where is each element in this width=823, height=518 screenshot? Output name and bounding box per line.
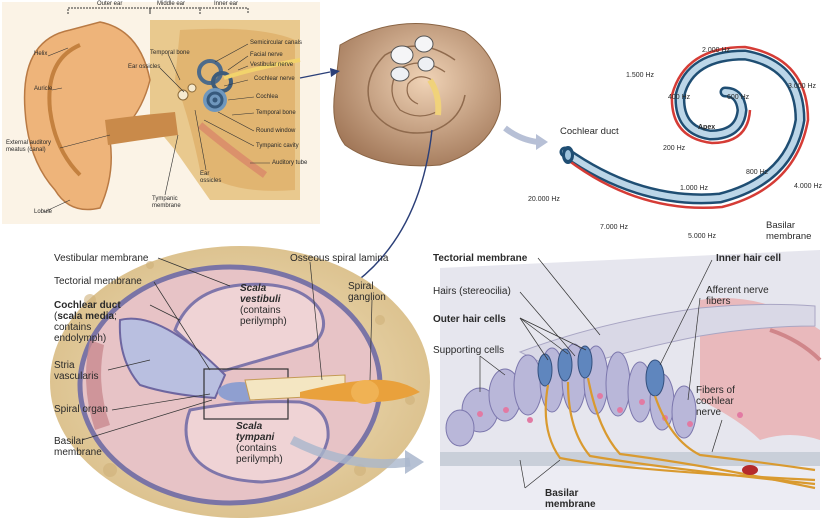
stria-vascularis-label: Stria vascularis: [54, 360, 106, 382]
label-auricle: Auricle: [34, 86, 52, 92]
label-cochlea: Cochlea: [256, 94, 278, 100]
freq-800: 800 Hz: [746, 169, 768, 176]
hairs-stereocilia-label: Hairs (stereocilia): [433, 286, 511, 297]
vestibular-membrane-label: Vestibular membrane: [54, 253, 149, 264]
label-temporal-bone-right: Temporal bone: [256, 110, 296, 116]
basilar-membrane-label-left: Basilar membrane: [54, 436, 110, 458]
inner-hair-cell-label: Inner hair cell: [716, 253, 781, 264]
outer-hair-cells-label: Outer hair cells: [433, 314, 506, 325]
organ-of-corti-panel: Tectorial membrane Hairs (stereocilia) O…: [430, 245, 823, 518]
spiral-organ-label: Spiral organ: [54, 404, 108, 415]
scala-tympani-label: Scala tympani: [236, 421, 282, 443]
label-temporal-bone-inner: Temporal bone: [150, 50, 190, 56]
label-round-window: Round window: [256, 128, 295, 134]
region-inner-ear: Inner ear: [214, 1, 238, 7]
cochlear-duct-block: Cochlear duct (scala media; contains end…: [54, 300, 146, 344]
label-external-auditory-meatus: External auditory meatus (canal): [6, 140, 64, 154]
freq-4000: 4.000 Hz: [794, 183, 822, 190]
label-auditory-tube: Auditory tube: [272, 160, 307, 166]
tectorial-membrane-label: Tectorial membrane: [54, 276, 142, 287]
label-facial-nerve: Facial nerve: [250, 52, 283, 58]
label-tympanic-membrane: Tympanic membrane: [152, 196, 192, 210]
freq-200: 200 Hz: [663, 145, 685, 152]
label-ear-ossicles-lower: Ear ossicles: [200, 171, 222, 185]
scala-tympani-note: (contains perilymph): [236, 443, 296, 465]
afferent-nerve-fibers-label: Afferent nerve fibers: [706, 285, 786, 307]
freq-600: 600 Hz: [727, 94, 749, 101]
freq-1500: 1.500 Hz: [626, 72, 654, 79]
label-helix: Helix: [34, 51, 47, 57]
freq-400: 400 Hz: [668, 94, 690, 101]
freq-7000: 7.000 Hz: [600, 224, 628, 231]
osseous-spiral-lamina-label: Osseous spiral lamina: [290, 253, 388, 264]
frequency-spiral-panel: 2.000 Hz 1.500 Hz 3.000 Hz 400 Hz 600 Hz…: [540, 40, 823, 250]
region-middle-ear: Middle ear: [157, 1, 185, 7]
cochlear-duct-label: Cochlear duct: [560, 126, 619, 137]
label-tympanic-cavity: Tympanic cavity: [256, 143, 299, 149]
cochlear-duct-title: Cochlear duct: [54, 300, 121, 311]
label-cochlear-nerve: Cochlear nerve: [254, 76, 295, 82]
freq-20000: 20.000 Hz: [528, 196, 560, 203]
label-ear-ossicles-upper: Ear ossicles: [128, 64, 160, 70]
spiral-ganglion-label: Spiral ganglion: [348, 281, 396, 303]
freq-3000: 3.000 Hz: [788, 83, 816, 90]
label-vestibular-nerve: Vestibular nerve: [250, 62, 293, 68]
fibers-of-cochlear-nerve-label: Fibers of cochlear nerve: [696, 385, 748, 418]
tectorial-membrane-right-label: Tectorial membrane: [433, 253, 527, 264]
label-semicircular-canals: Semicircular canals: [250, 40, 302, 46]
scala-vestibuli-note: (contains perilymph): [240, 305, 300, 327]
freq-1000: 1.000 Hz: [680, 185, 708, 192]
apex-label: Apex: [698, 124, 715, 131]
freq-2000: 2.000 Hz: [702, 47, 730, 54]
label-lobule: Lobule: [34, 209, 52, 215]
scala-media-term: scala media: [57, 311, 114, 322]
basilar-membrane-right-label: Basilar membrane: [545, 488, 605, 510]
basilar-membrane-label-top: Basilar membrane: [766, 220, 820, 242]
scala-vestibuli-label: Scala vestibuli: [240, 283, 286, 305]
supporting-cells-label: Supporting cells: [433, 345, 504, 356]
region-outer-ear: Outer ear: [97, 1, 122, 7]
freq-5000: 5.000 Hz: [688, 233, 716, 240]
cross-section-panel: Vestibular membrane Tectorial membrane C…: [0, 245, 440, 518]
ear-anatomy-panel: Outer ear Middle ear Inner ear Helix Aur…: [0, 0, 320, 225]
